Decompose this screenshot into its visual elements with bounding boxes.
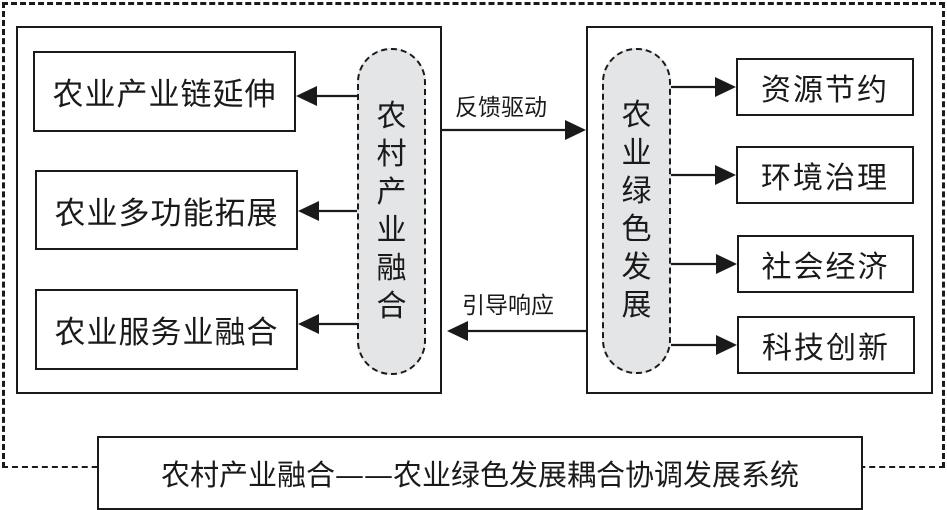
system-title-text: 农村产业融合——农业绿色发展耦合协调发展系统 [160,458,799,492]
hub-char: 产 [376,174,407,210]
item-technology-innovation: 科技创新 [737,316,915,374]
hub-char: 融 [376,250,407,286]
item-label: 社会经济 [761,250,890,285]
item-label: 科技创新 [762,331,890,366]
arrow-to-social-economy [671,254,737,274]
item-resource-saving: 资源节约 [736,58,914,116]
item-label: 农业服务业融合 [54,315,279,351]
hub-char: 绿 [621,174,652,209]
item-label: 农业产业链延伸 [52,77,277,113]
item-social-economy: 社会经济 [737,235,914,293]
hub-char: 业 [376,212,407,248]
feedback-drive-label: 反馈驱动 [455,95,547,121]
hub-char: 农 [621,98,652,133]
hub-green-agriculture-development: 农 业 绿 色 发 展 [602,48,671,374]
hub-char: 展 [621,288,652,323]
hub-char: 业 [621,136,652,171]
arrow-to-industry-chain [296,86,357,106]
hub-char: 发 [621,250,652,285]
guidance-response-label: 引导响应 [462,293,554,319]
arrow-guidance-response [447,321,586,341]
arrow-to-service-integration [298,314,357,334]
item-service-integration: 农业服务业融合 [35,289,298,370]
item-multifunction-expansion: 农业多功能拓展 [35,170,298,250]
item-industry-chain-extension: 农业产业链延伸 [33,51,296,132]
hub-char: 色 [621,212,652,247]
hub-rural-industry-integration: 农 村 产 业 融 合 [357,48,426,375]
arrow-to-multifunction [298,201,357,221]
arrow-feedback-drive [442,120,586,140]
arrow-to-technology-innovation [671,335,737,355]
arrow-to-resource-saving [671,77,736,97]
item-label: 环境治理 [761,161,889,196]
hub-char: 合 [376,288,407,324]
item-label: 资源节约 [761,73,889,108]
arrow-to-environmental-governance [671,165,736,185]
item-label: 农业多功能拓展 [54,195,279,232]
hub-char: 农 [376,98,407,134]
system-title: 农村产业融合——农业绿色发展耦合协调发展系统 [97,436,863,510]
item-environmental-governance: 环境治理 [736,146,914,204]
hub-char: 村 [376,136,407,172]
